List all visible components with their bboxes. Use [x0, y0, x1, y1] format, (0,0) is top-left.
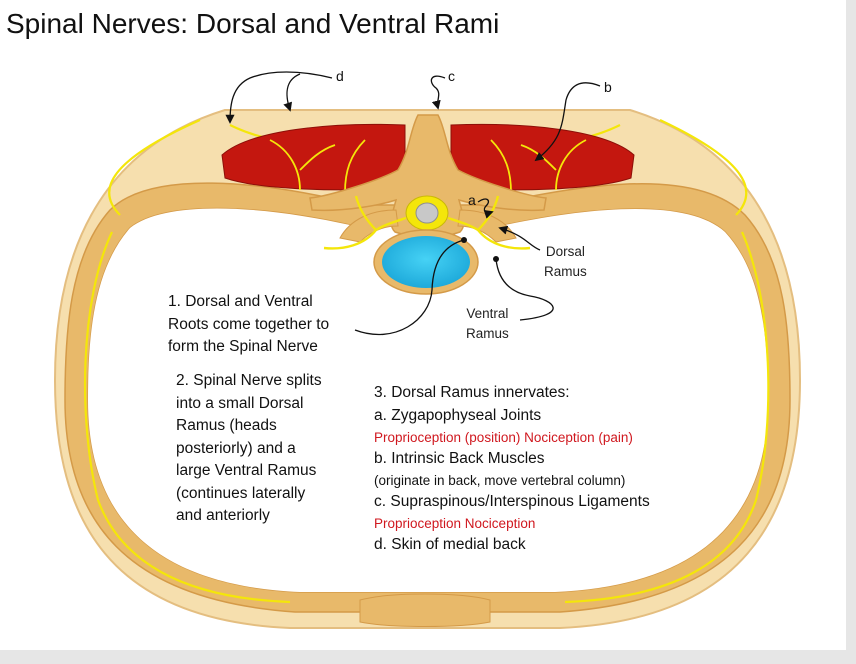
note-dorsal-ramus-innervation: 3. Dorsal Ramus innervates: a. Zygapophy…: [374, 384, 650, 553]
label-d: d: [336, 68, 344, 84]
ventral-ramus-label: Ventral Ramus: [466, 306, 509, 341]
spinal-nerves: [323, 195, 531, 250]
note-roots-join: 1. Dorsal and Ventral Roots come togethe…: [168, 293, 330, 355]
leader-lines: [225, 71, 601, 336]
label-b: b: [604, 79, 612, 95]
page-title: Spinal Nerves: Dorsal and Ventral Rami: [6, 8, 500, 39]
sternum: [359, 593, 491, 627]
thoracic-cavity: [88, 208, 768, 593]
transverse-process-left: [339, 209, 399, 243]
dorsal-ramus-label: Dorsal Ramus: [544, 244, 587, 279]
note-nerve-splits: 2. Spinal Nerve splits into a small Dors…: [176, 372, 322, 524]
label-c: c: [448, 68, 455, 84]
label-a: a: [468, 192, 476, 208]
muscle-nerve-branches: [269, 139, 587, 193]
intervertebral-disc: [382, 236, 470, 288]
slide: Spinal Nerves: Dorsal and Ventral Rami d…: [0, 0, 846, 650]
spinal-cross-section-diagram: [53, 71, 802, 629]
grey-matter: [415, 202, 439, 224]
